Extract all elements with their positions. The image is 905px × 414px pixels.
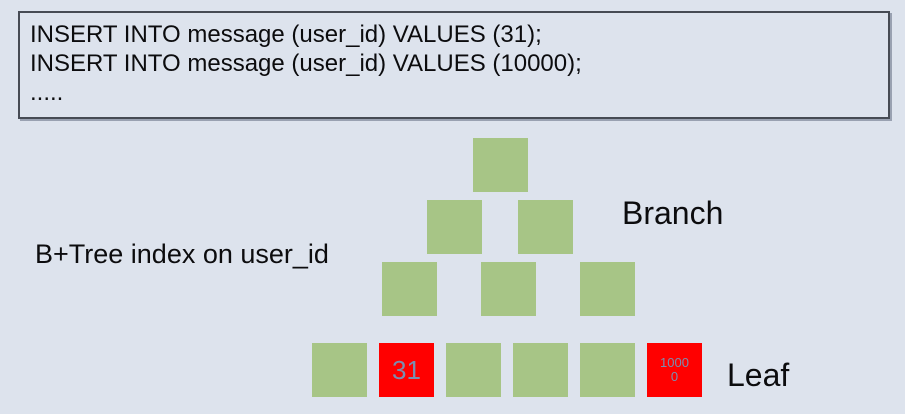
leaf-node [513,343,568,397]
tree-branch-row-lower [382,262,635,316]
leaf-node [312,343,367,397]
tree-leaf-row: 31 10000 [312,343,702,397]
leaf-node-highlight: 10000 [647,343,702,397]
sql-line: INSERT INTO message (user_id) VALUES (31… [30,21,542,48]
btree-index-label: B+Tree index on user_id [35,239,329,269]
tree-root-row [473,138,528,192]
branch-node [382,262,437,316]
branch-node [580,262,635,316]
branch-node [427,200,482,254]
leaf-node [580,343,635,397]
tree-branch-row-upper [427,200,573,254]
branch-node [473,138,528,192]
leaf-label: Leaf [727,357,790,393]
branch-node [481,262,536,316]
branch-node [518,200,573,254]
sql-line: INSERT INTO message (user_id) VALUES (10… [30,50,582,77]
branch-label: Branch [622,195,724,231]
sql-line: ..... [30,79,64,106]
leaf-node-highlight: 31 [379,343,434,397]
sql-statements-box: INSERT INTO message (user_id) VALUES (31… [18,11,890,119]
leaf-node [446,343,501,397]
